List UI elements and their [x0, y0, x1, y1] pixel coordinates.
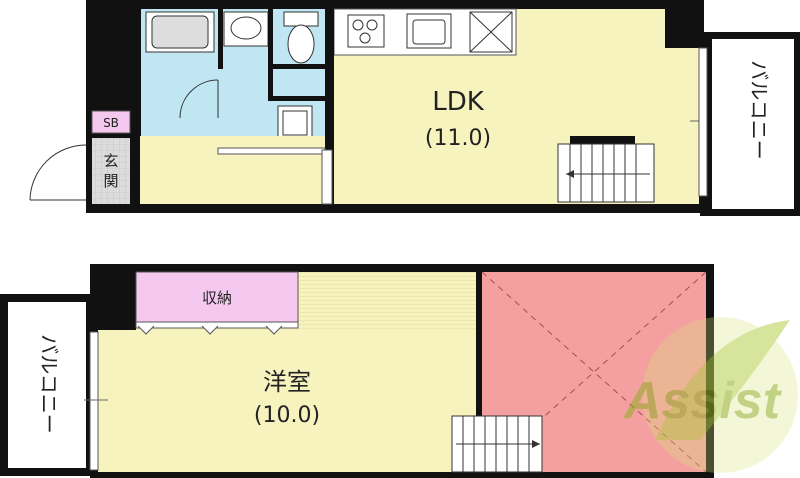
toilet-icon [283, 11, 319, 64]
wall-ldk-left [325, 9, 334, 204]
hall-door-track [217, 147, 326, 155]
ldk-door [321, 149, 333, 205]
wall-laundry-top [268, 96, 330, 101]
stairs-floor2 [451, 415, 543, 473]
wall-corner [98, 272, 136, 330]
shoebox [91, 110, 131, 134]
storage-label: 収納 [202, 289, 232, 307]
wall-toilet-left [268, 9, 273, 99]
balcony1-window [698, 47, 708, 197]
fridge-icon [469, 11, 513, 53]
entrance-label-2: 関 [103, 172, 118, 190]
entrance-label-1: 玄 [103, 152, 118, 170]
floor-2: 収納 洋室 (10.0) [0, 264, 714, 478]
ldk-floor-ext [665, 48, 699, 204]
balcony1-floor [712, 39, 794, 209]
logo-text: Assist [622, 372, 783, 430]
balcony2-label: バルコニー [37, 334, 61, 434]
floor-1: SB 玄 関 LDK (11.0) バルコニー [29, 0, 800, 216]
entrance-floor [92, 138, 130, 204]
sink-icon [406, 13, 452, 49]
ldk-size: (11.0) [425, 126, 491, 151]
wall-wet-left [135, 9, 141, 136]
washing-machine-icon [277, 105, 313, 141]
stove-icon [347, 14, 385, 48]
western-room-floor-plain [98, 330, 476, 472]
front-door-swing [29, 144, 87, 201]
closet-doors [135, 321, 299, 335]
hallway [140, 136, 325, 204]
stair-rail [570, 136, 635, 144]
wall-toilet-bottom [272, 64, 330, 69]
western-room-size: (10.0) [254, 403, 320, 428]
balcony1-label: バルコニー [747, 60, 771, 160]
western-room-name: 洋室 [263, 368, 311, 396]
assist-leaf-logo: Assist [622, 317, 798, 473]
ldk-name: LDK [432, 87, 485, 117]
storage-closet [135, 271, 299, 323]
bathtub-icon [145, 11, 215, 53]
wall-ldk-corner [665, 9, 699, 48]
balcony2-window [89, 331, 99, 471]
bath-door-swing [179, 79, 219, 119]
shoebox-label: SB [103, 116, 119, 130]
balcony2-floor [8, 302, 86, 468]
washbasin-icon [223, 11, 269, 47]
stairs-floor1 [557, 143, 655, 203]
wall-bath [218, 9, 223, 69]
wall-void-left [476, 272, 482, 472]
